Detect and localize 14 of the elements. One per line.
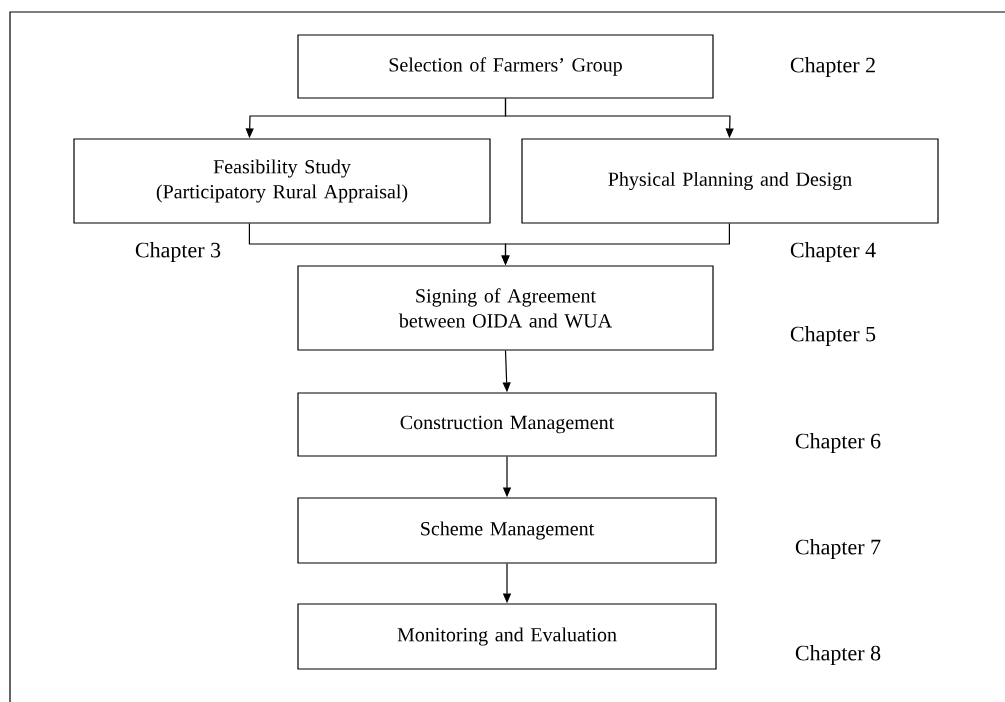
chapter-label: Chapter 3	[135, 242, 221, 262]
process-box: Feasibility Study (Participatory Rural Appraisal)	[73, 138, 491, 224]
chapter-label: Chapter 6	[795, 433, 881, 453]
process-box: Construction Management	[297, 392, 717, 457]
process-box: Selection of Farmers’ Group	[297, 34, 714, 99]
process-box: Scheme Management	[297, 497, 717, 564]
process-box: Monitoring and Evaluation	[297, 603, 717, 670]
chapter-label: Chapter 7	[795, 539, 881, 559]
chapter-label: Chapter 8	[795, 645, 881, 665]
process-box: Signing of Agreement between OIDA and WUA	[297, 265, 714, 351]
chapter-label: Chapter 5	[790, 326, 876, 346]
process-box: Physical Planning and Design	[521, 138, 939, 224]
chapter-label: Chapter 4	[790, 242, 876, 262]
chapter-label: Chapter 2	[790, 57, 875, 77]
